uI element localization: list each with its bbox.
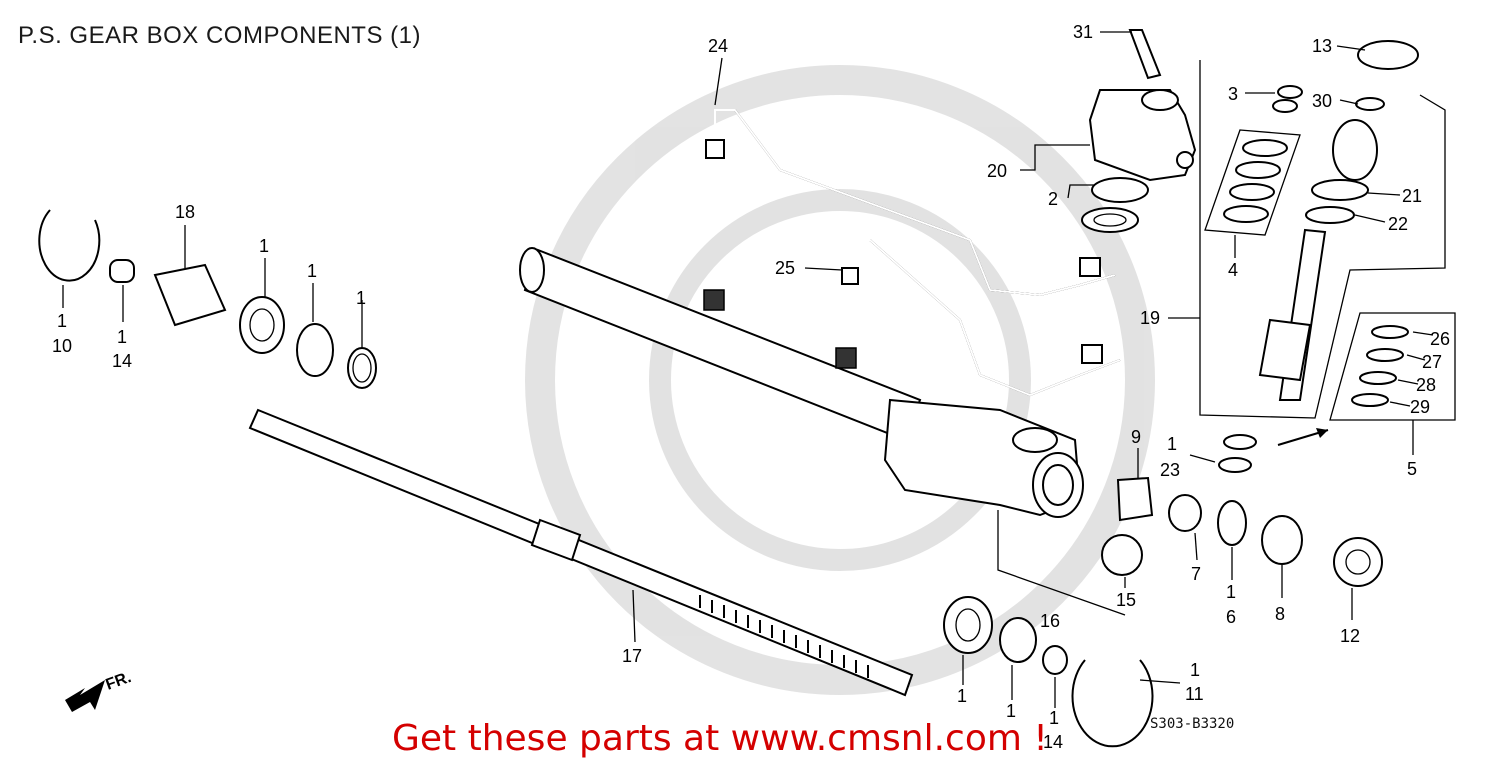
callout-16: 16 (1040, 611, 1060, 631)
callout-14-a: 14 (112, 351, 132, 371)
rack-housing-tube (519, 247, 922, 442)
page-title: P.S. GEAR BOX COMPONENTS (1) (18, 22, 421, 49)
callout-21: 21 (1402, 186, 1422, 206)
callout-29: 29 (1410, 397, 1430, 417)
callout-5: 5 (1407, 459, 1417, 479)
callout-1-e: 1 (117, 327, 127, 347)
left-end-parts (38, 209, 377, 389)
rack-guide-parts (1101, 428, 1383, 587)
front-direction-arrow: FR. (65, 669, 134, 712)
callout-6: 6 (1226, 607, 1236, 627)
valve-body (1088, 29, 1197, 182)
callout-23: 23 (1160, 460, 1180, 480)
promo-link[interactable]: Get these parts at www.cmsnl.com ! (392, 718, 1048, 759)
callout-1-f: 1 (1167, 434, 1177, 454)
callout-1-g: 1 (1226, 582, 1236, 602)
callout-9: 9 (1131, 427, 1141, 447)
callout-1-b: 1 (307, 261, 317, 281)
callout-19: 19 (1140, 308, 1160, 328)
callout-7: 7 (1191, 564, 1201, 584)
callout-12: 12 (1340, 626, 1360, 646)
callout-22: 22 (1388, 214, 1408, 234)
assembly-19-bracket (1199, 60, 1446, 419)
shim-set (1329, 312, 1456, 421)
callout-15: 15 (1116, 590, 1136, 610)
diagram-code: S303-B3320 (1150, 716, 1235, 732)
callout-28: 28 (1416, 375, 1436, 395)
callout-11: 11 (1185, 684, 1204, 704)
callout-2: 2 (1048, 189, 1058, 209)
watermark-logo (525, 65, 1155, 695)
pinion-shaft (1258, 40, 1419, 401)
feed-pipes (705, 109, 1121, 397)
callout-20: 20 (987, 161, 1007, 181)
callout-1-a: 1 (259, 236, 269, 256)
callout-10: 10 (52, 336, 72, 356)
callout-27: 27 (1422, 352, 1442, 372)
callout-24: 24 (708, 36, 728, 56)
callout-3: 3 (1228, 84, 1238, 104)
callout-1-k: 1 (1049, 708, 1059, 728)
callout-8: 8 (1275, 604, 1285, 624)
callout-30: 30 (1312, 91, 1332, 111)
callout-1-c: 1 (356, 288, 366, 308)
callout-1-j: 1 (1006, 701, 1016, 721)
callout-13: 13 (1312, 36, 1332, 56)
callout-14-b: 14 (1043, 732, 1063, 752)
callout-1-h: 1 (1190, 660, 1200, 680)
direction-label: FR. (104, 669, 134, 694)
callout-labels: 31 13 3 30 24 20 2 21 22 4 18 1 1 1 25 1… (52, 22, 1450, 752)
gearbox-housing (883, 398, 1084, 518)
steering-rack (248, 408, 914, 697)
seal-rings (1204, 129, 1301, 236)
callout-31: 31 (1073, 22, 1093, 42)
right-end-parts (943, 596, 1154, 748)
leader-lines (62, 31, 1434, 708)
callout-1-d: 1 (57, 311, 67, 331)
callout-25: 25 (775, 258, 795, 278)
callout-26: 26 (1430, 329, 1450, 349)
callout-17: 17 (622, 646, 642, 666)
callout-4: 4 (1228, 260, 1238, 280)
bearings (1081, 177, 1149, 233)
callout-1-i: 1 (957, 686, 967, 706)
callout-18: 18 (175, 202, 195, 222)
